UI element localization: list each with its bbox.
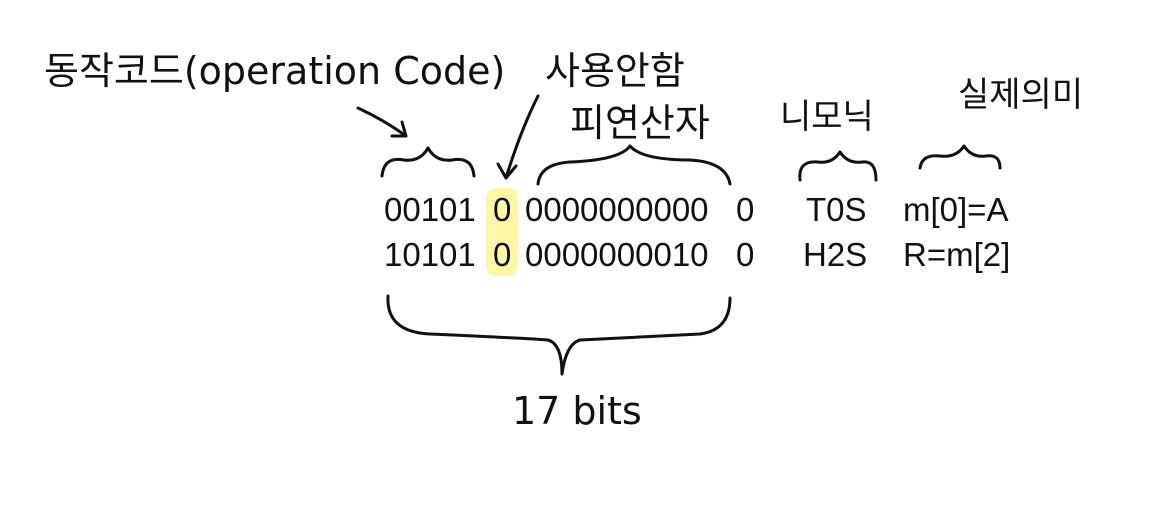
unused-arrow xyxy=(504,94,540,180)
meaning-label: 실제의미 xyxy=(958,75,1083,115)
mnemonic-brace xyxy=(798,150,878,182)
unused-label: 사용안함 xyxy=(545,49,685,93)
opcode-brace xyxy=(380,146,476,178)
row1-last-bit: 0 xyxy=(736,191,754,228)
row1-mnemonic: T0S xyxy=(806,191,867,228)
row1-operand: 0000000000 xyxy=(525,191,709,228)
row2-operand: 0000000010 xyxy=(525,236,709,273)
operand-label: 피연산자 xyxy=(570,101,710,145)
unused-bit-highlight xyxy=(486,188,518,276)
row2-unused-bit: 0 xyxy=(493,236,511,273)
unused-arrowhead xyxy=(496,162,518,180)
bits-label: 17 bits xyxy=(512,389,642,433)
opcode-arrowhead xyxy=(390,120,408,138)
bits-brace xyxy=(386,294,732,376)
mnemonic-label: 니모닉 xyxy=(780,97,874,137)
row1-opcode: 00101 xyxy=(384,191,476,228)
row2-opcode: 10101 xyxy=(384,236,476,273)
row2-last-bit: 0 xyxy=(736,236,754,273)
meaning-brace xyxy=(918,144,1002,170)
operand-brace xyxy=(536,144,732,186)
opcode-label: 동작코드(operation Code) xyxy=(44,49,505,93)
row2-meaning: R=m[2] xyxy=(903,236,1010,273)
row1-meaning: m[0]=A xyxy=(903,191,1008,228)
row2-mnemonic: H2S xyxy=(803,236,867,273)
row1-unused-bit: 0 xyxy=(493,191,511,228)
opcode-arrow xyxy=(356,106,408,138)
